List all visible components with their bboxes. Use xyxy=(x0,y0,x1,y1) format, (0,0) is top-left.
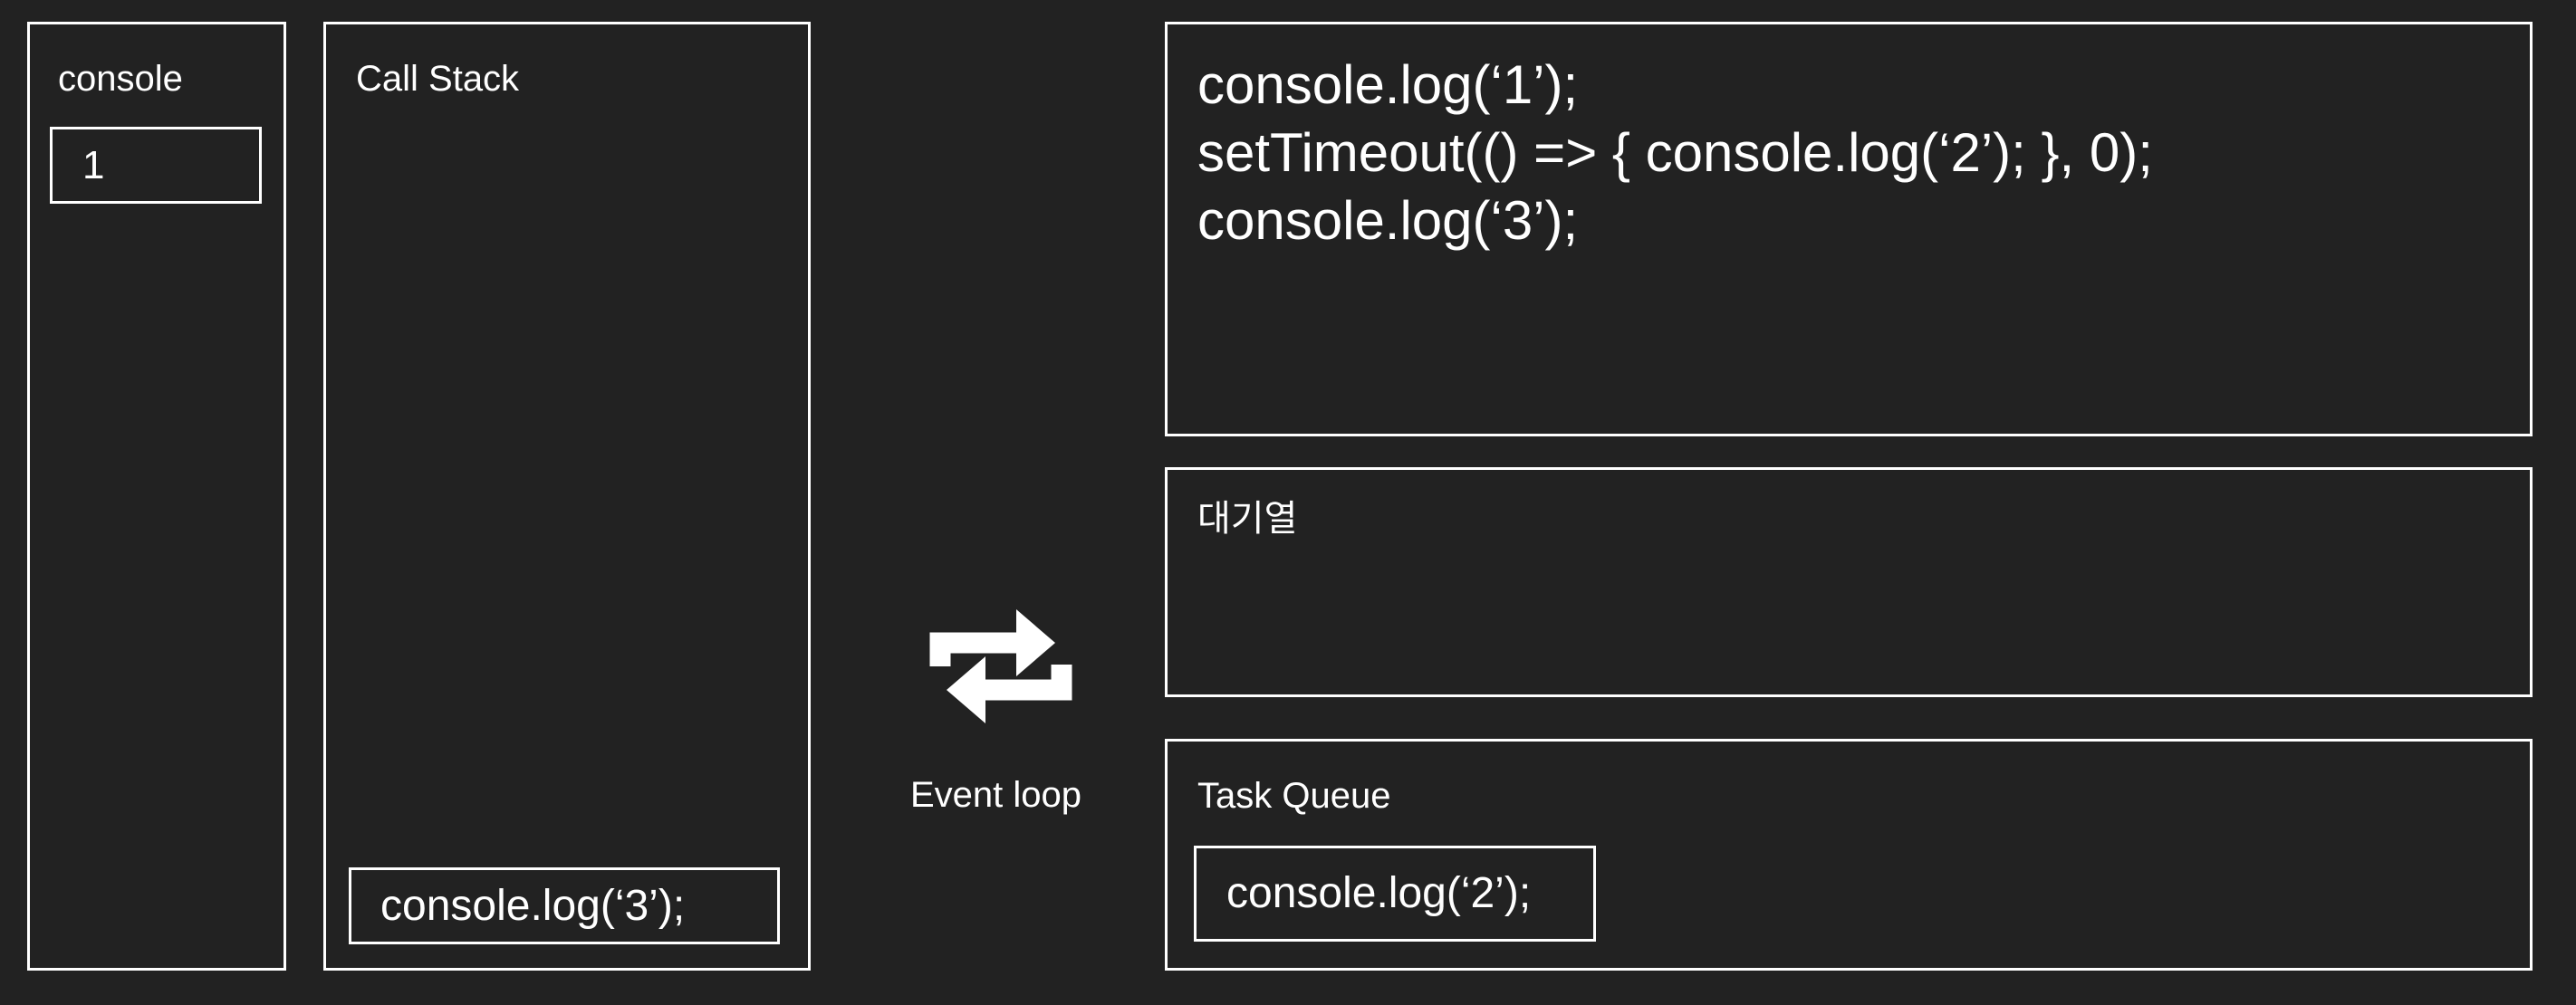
call-stack-panel: Call Stack console.log(‘3’); xyxy=(323,22,811,971)
task-queue-title: Task Queue xyxy=(1197,776,1391,816)
console-title: console xyxy=(58,59,183,99)
console-panel: console 1 xyxy=(27,22,286,971)
code-block: console.log(‘1’); setTimeout(() => { con… xyxy=(1197,51,2153,254)
console-output-item: 1 xyxy=(50,127,262,204)
event-loop-label: Event loop xyxy=(910,775,1082,815)
code-line: console.log(‘1’); xyxy=(1197,54,1579,115)
call-stack-title: Call Stack xyxy=(356,59,520,99)
waiting-queue-title: 대기열 xyxy=(1197,499,1298,539)
console-output-text: 1 xyxy=(82,142,105,187)
task-queue-item: console.log(‘2’); xyxy=(1194,846,1596,942)
call-stack-item: console.log(‘3’); xyxy=(349,867,780,944)
task-queue-panel: Task Queue console.log(‘2’); xyxy=(1165,739,2533,971)
code-panel: console.log(‘1’); setTimeout(() => { con… xyxy=(1165,22,2533,436)
call-stack-item-text: console.log(‘3’); xyxy=(380,881,686,930)
code-line: setTimeout(() => { console.log(‘2’); }, … xyxy=(1197,122,2153,183)
repeat-arrows-icon xyxy=(929,609,1072,723)
task-queue-item-text: console.log(‘2’); xyxy=(1226,869,1532,917)
waiting-queue-panel: 대기열 xyxy=(1165,467,2533,697)
code-line: console.log(‘3’); xyxy=(1197,190,1579,251)
